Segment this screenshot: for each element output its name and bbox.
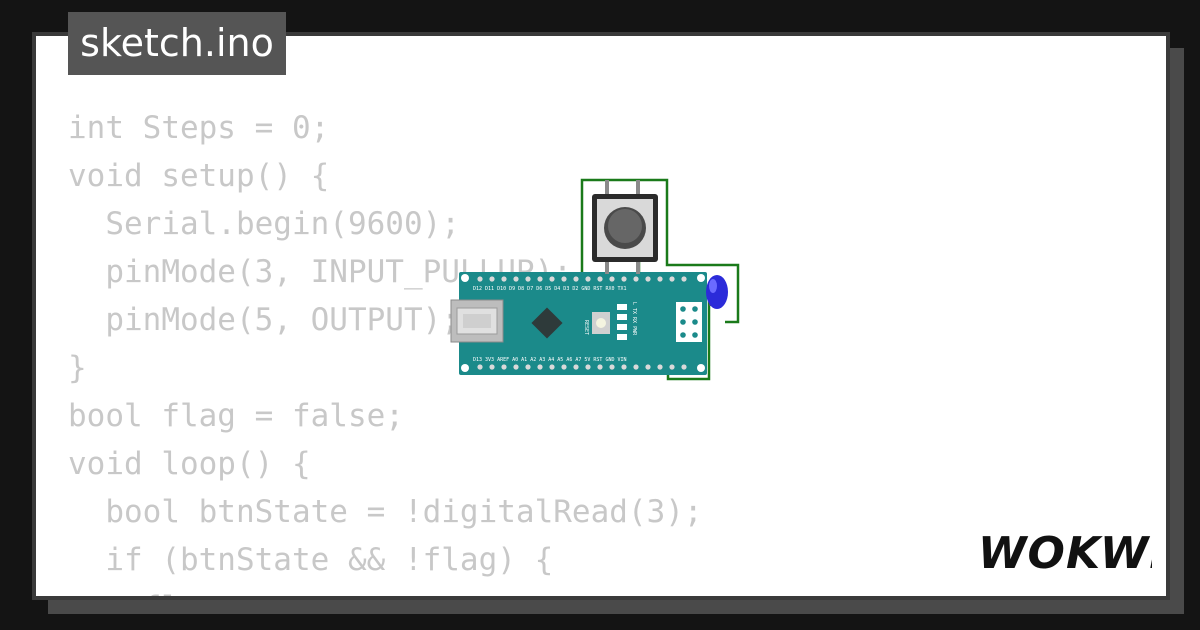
wire-button-left — [580, 178, 740, 324]
board-bottom-labels: D13 3V3 AREF A0 A1 A2 A3 A4 A5 A6 A7 5V … — [473, 357, 627, 363]
code-preview: int Steps = 0; void setup() { Serial.begi… — [68, 104, 703, 596]
circuit-diagram[interactable]: D12 D11 D10 D9 D8 D7 D6 D5 D4 D3 D2 GND … — [445, 172, 750, 387]
status-leds — [617, 304, 627, 340]
board-bottom-pins — [477, 364, 687, 370]
wokwi-logo[interactable]: WOKWI — [976, 522, 1152, 578]
arduino-nano-board[interactable]: D12 D11 D10 D9 D8 D7 D6 D5 D4 D3 D2 GND … — [450, 272, 707, 375]
code-line: pinMode(5, OUTPUT); — [68, 302, 460, 338]
code-line: bool btnState = !digitalRead(3); — [68, 494, 703, 530]
status-labels: L TX RX PWR — [631, 302, 637, 336]
code-line: } — [68, 350, 87, 386]
code-line: void loop() { — [68, 446, 311, 482]
code-line: int Steps = 0; — [68, 110, 330, 146]
code-line: pinMode(3, INPUT_PULLUP); — [68, 254, 572, 290]
board-top-pins — [477, 276, 687, 282]
reset-button[interactable] — [592, 312, 610, 334]
wokwi-logo-text: WOKWI — [978, 528, 1152, 578]
icsp-header — [676, 302, 702, 342]
file-tab[interactable]: sketch.ino — [68, 12, 286, 75]
code-line: void setup() { — [68, 158, 330, 194]
usb-connector — [450, 299, 504, 343]
blue-led[interactable] — [706, 275, 728, 309]
pushbutton[interactable] — [592, 180, 658, 274]
reset-label: RESET — [583, 320, 589, 335]
code-line: flag = true; — [68, 584, 703, 596]
board-top-labels: D12 D11 D10 D9 D8 D7 D6 D5 D4 D3 D2 GND … — [473, 286, 627, 292]
code-line: bool flag = false; — [68, 398, 404, 434]
code-line: if (btnState && !flag) { — [68, 542, 554, 578]
code-line: Serial.begin(9600); — [68, 206, 460, 242]
